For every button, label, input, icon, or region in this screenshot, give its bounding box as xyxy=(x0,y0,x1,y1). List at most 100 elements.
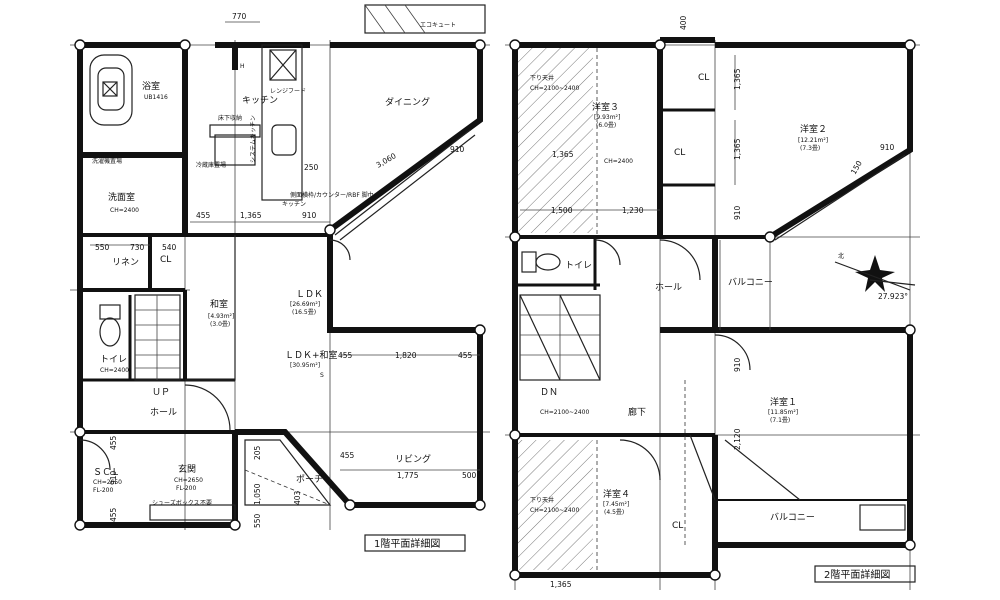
room-youshitsu3-area: [9.93m²] xyxy=(594,114,620,121)
dim2-1365b: 1,365 xyxy=(733,68,742,90)
dim2-1365a: 1,365 xyxy=(552,150,574,159)
label-dn: ＤＮ xyxy=(540,388,558,398)
room-ldk-washitsu: ＬＤＫ+和室 xyxy=(285,349,338,361)
room-youshitsu4-area: [7.45m²] xyxy=(603,501,629,508)
room-cl-3: CL xyxy=(672,521,683,531)
room-ldk-area: [26.69m²] xyxy=(290,301,320,308)
room-youshitsu3-sub: CH=2400 xyxy=(604,158,633,165)
room-fukinuke-b: 下り天井 xyxy=(530,496,554,504)
label-kitchen-board: キッチン xyxy=(282,201,306,208)
room-toilet-2f: トイレ xyxy=(565,261,592,271)
room-genkan-sub2: FL-200 xyxy=(176,485,196,492)
room-fukinuke-a-sub: CH=2100~2400 xyxy=(530,85,579,92)
room-dining: ダイニング xyxy=(385,96,430,108)
label-h: H xyxy=(240,63,245,70)
dim-250: 250 xyxy=(304,163,319,172)
room-ldk-washitsu-area: [30.95m²] xyxy=(290,362,320,369)
dim2-1230: 1,230 xyxy=(622,206,644,215)
dim2-1500: 1,500 xyxy=(551,206,573,215)
room-youshitsu2: 洋室２ xyxy=(800,123,827,135)
room-fukinuke-b-sub: CH=2100~2400 xyxy=(530,507,579,514)
dim-455c: 455 xyxy=(458,351,473,360)
room-linen: リネン xyxy=(112,257,139,268)
north-compass xyxy=(834,255,916,292)
room-cl: CL xyxy=(160,255,171,265)
room-youshitsu1-area: [11.85m²] xyxy=(768,409,798,416)
dim2-150: 150 xyxy=(849,159,864,176)
room-cl-2: CL xyxy=(674,148,685,158)
dim-730: 730 xyxy=(130,243,145,252)
room-wash: 洗面室 xyxy=(108,191,135,203)
room-fukinuke-a: 下り天井 xyxy=(530,74,554,82)
dim-550: 550 xyxy=(95,243,110,252)
room-kitchen: キッチン xyxy=(242,95,278,106)
room-washitsu-tatami: (3.0畳) xyxy=(210,321,230,328)
room-youshitsu3-tatami: (6.0畳) xyxy=(596,122,616,129)
room-scl-sub2: FL-200 xyxy=(93,487,113,494)
first-floor-plan xyxy=(70,4,490,531)
room-youshitsu2-tatami: (7.3畳) xyxy=(800,145,820,152)
dim2-1365c: 1,365 xyxy=(733,138,742,160)
label-ecocute: エコキュート xyxy=(420,22,456,29)
room-bath: 浴室 xyxy=(142,80,160,92)
dim-455d: 455 xyxy=(340,451,355,460)
dim-455b: 455 xyxy=(338,351,353,360)
room-genkan-sub: CH=2650 xyxy=(174,477,203,484)
label-shoebox: シューズボックス xyxy=(152,499,200,507)
caption-first-floor: 1階平面詳細図 xyxy=(374,537,440,550)
dim2-910a: 910 xyxy=(880,143,895,152)
room-washitsu-area: [4.93m²] xyxy=(208,313,234,320)
room-porch: ポーチ xyxy=(296,474,323,485)
room-youshitsu4: 洋室４ xyxy=(603,488,630,500)
room-youshitsu4-tatami: (4.5畳) xyxy=(604,509,624,516)
room-hall-2f: ホール xyxy=(655,282,682,293)
caption-second-floor: 2階平面詳細図 xyxy=(824,568,890,581)
room-scl: ＳＣＬ xyxy=(93,468,120,478)
room-balcony-1: バルコニー xyxy=(728,277,773,288)
label-up: ＵＰ xyxy=(152,388,170,398)
label-shoebox-sub: 不要 xyxy=(200,500,212,507)
dim2-910c: 910 xyxy=(733,357,742,372)
room-rouka: 廊下 xyxy=(628,406,646,418)
dim-550b: 550 xyxy=(253,513,262,528)
dim-455e: 455 xyxy=(109,435,118,450)
dim-910a: 910 xyxy=(302,211,317,220)
dim-455a: 455 xyxy=(196,211,211,220)
room-living: リビング xyxy=(395,453,431,465)
dim2-1365d: 1,365 xyxy=(550,580,572,589)
dim-500: 500 xyxy=(462,471,477,480)
compass-angle: 27.923° xyxy=(878,292,908,301)
second-floor-plan xyxy=(505,37,920,590)
room-hall: ホール xyxy=(150,407,177,418)
room-youshitsu1: 洋室１ xyxy=(770,396,797,408)
room-youshitsu2-area: [12.21m²] xyxy=(798,137,828,144)
dim2-2120: 2,120 xyxy=(733,428,742,450)
room-genkan: 玄関 xyxy=(178,463,196,475)
dim-910c: 910 xyxy=(109,470,118,485)
dim-1820: 1,820 xyxy=(395,351,417,360)
dim-1050: 1,050 xyxy=(253,483,262,505)
dim-910b: 910 xyxy=(450,145,465,154)
dim-1775: 1,775 xyxy=(397,471,419,480)
room-youshitsu1-tatami: (7.1畳) xyxy=(770,417,790,424)
room-ldk-tatami: (16.5畳) xyxy=(292,309,316,316)
dim2-400: 400 xyxy=(679,15,688,30)
dim-1365: 1,365 xyxy=(240,211,262,220)
room-rouka-sub: CH=2100~2400 xyxy=(540,409,589,416)
label-storage: 床下収納 xyxy=(218,114,242,122)
dim-770: 770 xyxy=(232,12,247,21)
room-scl-sub: CH=2650 xyxy=(93,479,122,486)
room-washitsu: 和室 xyxy=(210,298,228,310)
room-toilet: トイレ xyxy=(100,355,127,365)
room-ldk: ＬＤＫ xyxy=(296,290,323,300)
label-washer: 洗濯機置場 xyxy=(92,157,122,165)
room-bath-sub: UB1416 xyxy=(144,94,168,101)
label-s: S xyxy=(320,372,324,379)
dim2-910b: 910 xyxy=(733,205,742,220)
room-toilet-sub: CH=2400 xyxy=(100,367,129,374)
dim-205: 205 xyxy=(253,445,262,460)
room-balcony-2: バルコニー xyxy=(770,512,815,523)
dim-455f: 455 xyxy=(109,507,118,522)
room-wash-sub: CH=2400 xyxy=(110,207,139,214)
